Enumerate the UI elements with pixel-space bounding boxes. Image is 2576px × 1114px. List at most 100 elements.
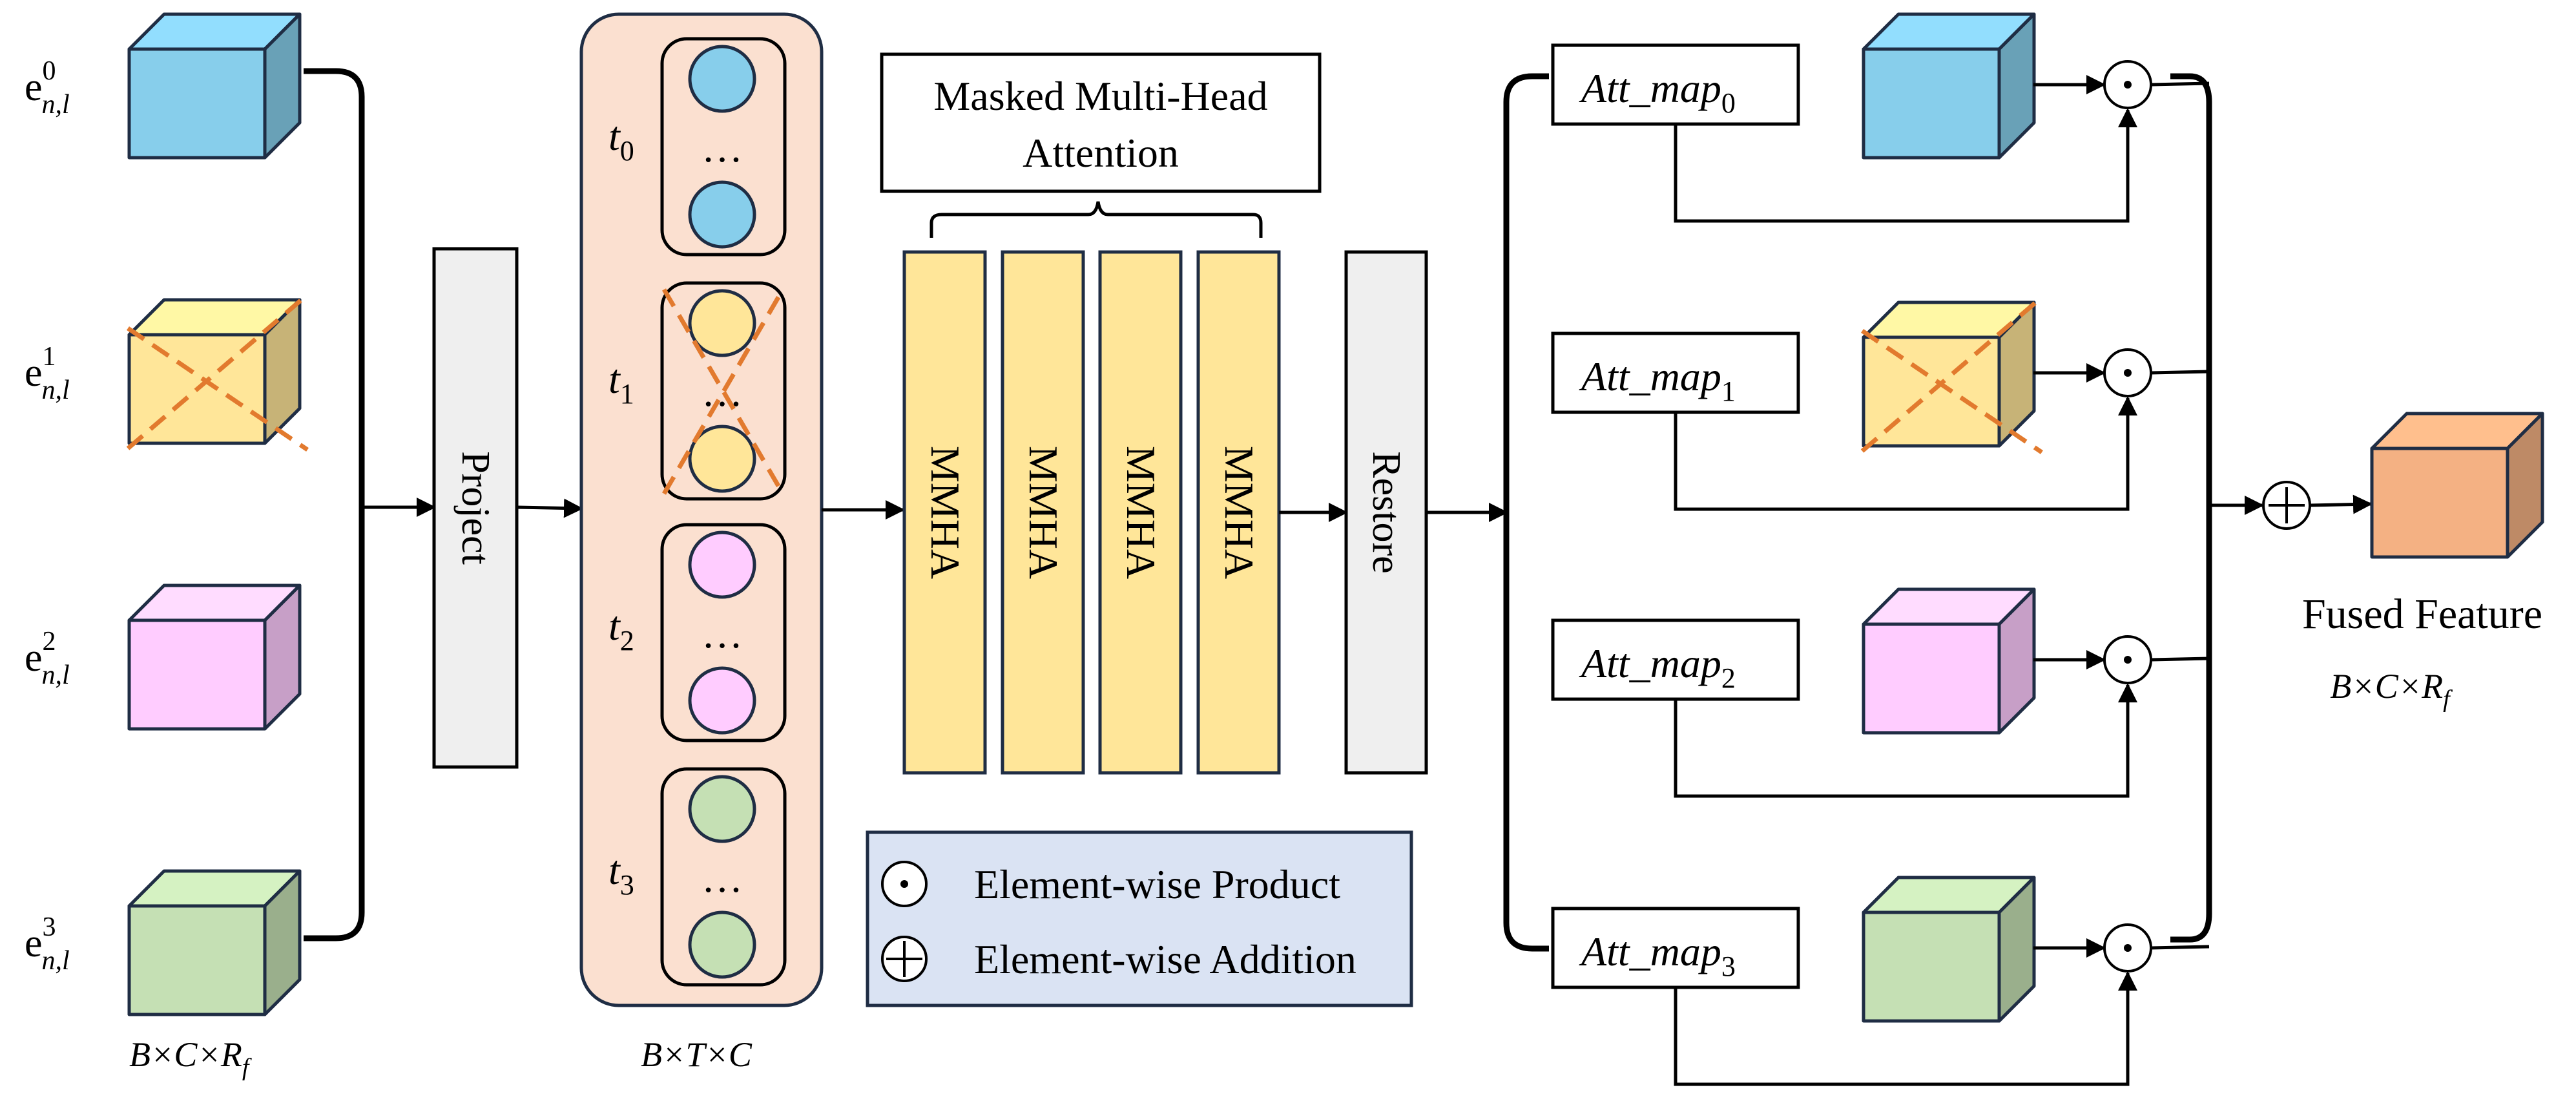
attn-map-label-3: Att_map3 bbox=[1579, 929, 1736, 982]
attn-to-product-2 bbox=[1674, 683, 2137, 798]
attn-map-box-2 bbox=[1551, 618, 1800, 701]
input-shape-label: B×C×Rf bbox=[129, 1035, 252, 1081]
input-cubes bbox=[126, 12, 309, 1016]
token-group-3: … bbox=[660, 767, 787, 987]
branch-cube-0-front bbox=[1862, 47, 2001, 160]
product-to-bracket-0 bbox=[2150, 81, 2210, 87]
token-group-0: … bbox=[660, 37, 787, 257]
token-group-2: … bbox=[660, 523, 787, 742]
token-group-1-mask-cross-a bbox=[661, 288, 785, 495]
mmha-head-2-label: MMHA bbox=[1118, 446, 1164, 579]
attention-title-box bbox=[880, 52, 1322, 193]
attn-map-box-0 bbox=[1551, 43, 1800, 126]
token-label-0: t0 bbox=[608, 113, 634, 167]
branch-cube-1-mask-cross-a bbox=[1861, 329, 2043, 454]
product-to-bracket-3 bbox=[2150, 945, 2210, 950]
input-cube-2 bbox=[127, 583, 302, 731]
attn-map-label-2: Att_map2 bbox=[1579, 640, 1736, 694]
branch-2 bbox=[1551, 587, 2210, 798]
branch-cube-1-mask-cross-b bbox=[1860, 295, 2044, 453]
token-group-0-frame bbox=[660, 37, 787, 257]
token-group-1: … bbox=[660, 281, 787, 501]
token-1-last bbox=[688, 425, 756, 493]
attn-map-label-0: Att_map0 bbox=[1579, 65, 1736, 119]
attention-title-line1: Masked Multi-Head bbox=[933, 73, 1267, 119]
product-dot-3 bbox=[2124, 944, 2132, 952]
arrow-to-output bbox=[2309, 494, 2373, 514]
token-2-last bbox=[688, 666, 756, 735]
branch-cube-3-front bbox=[1862, 910, 2001, 1023]
token-1-first bbox=[688, 289, 756, 357]
token-label-1: t1 bbox=[608, 356, 634, 410]
token-0-first bbox=[688, 45, 756, 113]
mmha-head-0-label: MMHA bbox=[922, 446, 968, 579]
project-block bbox=[432, 247, 519, 769]
product-dot-1 bbox=[2124, 369, 2132, 377]
mmha-head-1 bbox=[1001, 250, 1085, 775]
attn-map-label-1: Att_map1 bbox=[1579, 353, 1736, 407]
token-2-ellipsis: … bbox=[701, 611, 743, 657]
token-3-first bbox=[688, 775, 756, 843]
mmha-head-3-label: MMHA bbox=[1216, 446, 1262, 579]
input-cube-1-mask-cross-b bbox=[126, 293, 309, 450]
token-group-2-frame bbox=[660, 523, 787, 742]
mmha-head-0 bbox=[902, 250, 987, 775]
branch-cube-0 bbox=[1862, 12, 2036, 160]
branch-cube-2 bbox=[1862, 587, 2036, 735]
arrow-to-tokens bbox=[516, 498, 583, 518]
input-cube-0 bbox=[127, 12, 302, 160]
output-cube-body bbox=[2370, 412, 2544, 559]
attention-brace bbox=[930, 201, 1263, 238]
attn-to-product-1 bbox=[1674, 396, 2137, 511]
token-shape-label: B×T×C bbox=[641, 1035, 753, 1074]
token-0-ellipsis: … bbox=[701, 125, 743, 171]
restore-label: Restore bbox=[1364, 451, 1408, 573]
token-group-1-frame bbox=[660, 281, 787, 501]
branch-3 bbox=[1551, 876, 2210, 1086]
output-title: Fused Feature bbox=[2302, 591, 2542, 638]
input-cube-1-mask-cross-a bbox=[127, 326, 309, 452]
output-cube-body-front bbox=[2370, 447, 2509, 559]
input-cube-0-front bbox=[127, 47, 267, 160]
token-labels: t0 t1 t2 t3 bbox=[608, 113, 634, 901]
token-groups: … … … … bbox=[660, 37, 787, 987]
attn-map-box-1 bbox=[1551, 331, 1800, 414]
token-3-ellipsis: … bbox=[701, 855, 743, 901]
attn-map-box-3 bbox=[1551, 907, 1800, 989]
legend-addition-label: Element-wise Addition bbox=[974, 936, 1356, 982]
token-group-1-mask-cross-b bbox=[661, 288, 785, 495]
legend-product-label: Element-wise Product bbox=[974, 861, 1340, 907]
legend-box bbox=[866, 830, 1413, 1007]
input-cube-1 bbox=[126, 293, 309, 452]
token-label-3: t3 bbox=[608, 847, 634, 901]
token-3-last bbox=[688, 910, 756, 979]
branch-cube-2-front bbox=[1862, 622, 2001, 735]
branch-bracket bbox=[1503, 73, 1549, 952]
branch-0 bbox=[1551, 12, 2210, 223]
attention-map-branches bbox=[1551, 12, 2210, 1086]
input-bracket bbox=[304, 68, 365, 941]
output-cube bbox=[2370, 412, 2544, 559]
attn-to-product-3 bbox=[1674, 971, 2137, 1086]
token-group-3-frame bbox=[660, 767, 787, 987]
output-shape-label: B×C×Rf bbox=[2330, 667, 2453, 713]
product-to-bracket-2 bbox=[2150, 657, 2210, 662]
project-label: Project bbox=[453, 451, 497, 565]
input-cube-3-front bbox=[127, 904, 267, 1016]
token-1-ellipsis: … bbox=[701, 369, 743, 415]
token-2-first bbox=[688, 531, 756, 599]
input-cube-2-front bbox=[127, 618, 267, 731]
mmha-head-2 bbox=[1098, 250, 1183, 775]
branch-1 bbox=[1551, 295, 2210, 511]
product-dot-2 bbox=[2124, 656, 2132, 664]
product-to-bracket-1 bbox=[2150, 370, 2210, 375]
attn-map-labels: Att_map0 Att_map1 Att_map2 Att_map3 bbox=[1579, 65, 1736, 982]
attention-title-line2: Attention bbox=[1023, 130, 1179, 176]
token-0-last bbox=[688, 180, 756, 249]
branch-cube-1 bbox=[1860, 295, 2044, 454]
branch-cube-3 bbox=[1862, 876, 2036, 1023]
